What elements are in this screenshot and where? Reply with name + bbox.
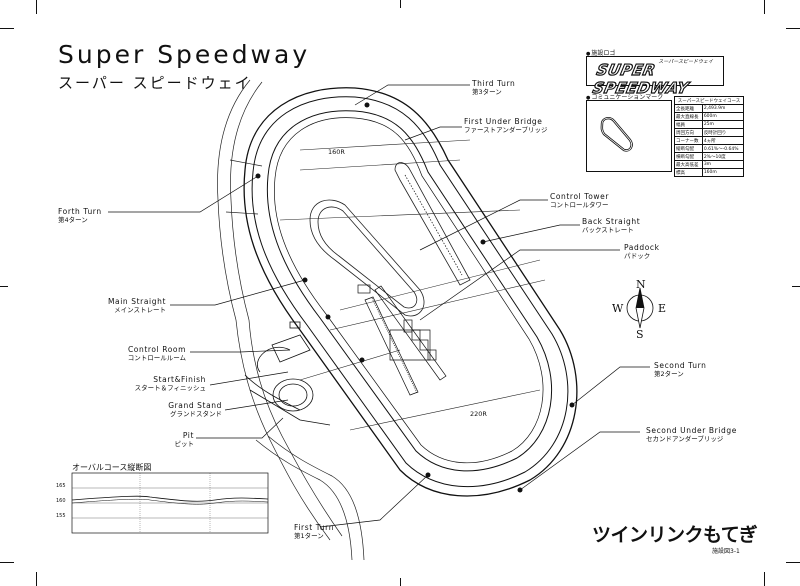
surrounding-roads (217, 79, 365, 561)
compass-south-label: S (636, 328, 644, 341)
spec-table-header: スーパースピードウェイコース (674, 96, 744, 105)
callout-pit: Pit ピット (174, 431, 195, 449)
radius-label-south: 220R (470, 410, 487, 418)
compass-rose (626, 287, 654, 329)
profile-y-tick: 165 (56, 483, 66, 489)
profile-y-tick: 160 (56, 498, 66, 504)
callout-paddock: Paddock パドック (624, 243, 660, 261)
page-title: Super Speedway (58, 40, 311, 69)
paddock-structures (357, 284, 447, 396)
callout-third-turn: Third Turn 第3ターン (472, 79, 516, 97)
crop-mark (0, 562, 14, 563)
compass-north-label: N (636, 278, 646, 291)
crop-mark (764, 572, 765, 586)
callout-first-under-bridge: First Under Bridge ファーストアンダーブリッジ (464, 117, 548, 135)
compass-east-label: E (658, 302, 667, 315)
profile-y-tick: 155 (56, 513, 66, 519)
comm-section-label: コミュニケーションマーク (586, 92, 663, 101)
figure-number: 施設図3-1 (712, 548, 740, 555)
crop-mark (36, 572, 37, 586)
brand-logo: ツインリンクもてぎ (592, 524, 758, 546)
grandstand-area (244, 321, 331, 426)
table-row: 周回方向反時計回り (674, 128, 745, 137)
inner-course (309, 162, 471, 317)
callout-dots (255, 102, 575, 493)
infield-roads (279, 139, 546, 431)
callout-second-turn: Second Turn 第2ターン (654, 361, 707, 379)
profile-title: オーバルコース縦断図 (72, 463, 152, 472)
callout-grand-stand: Grand Stand グランドスタンド (168, 401, 222, 419)
callout-main-straight: Main Straight メインストレート (107, 297, 166, 315)
crop-mark (0, 28, 14, 29)
communication-mark-box (586, 100, 672, 172)
crop-mark (786, 28, 800, 29)
callout-second-under-bridge: Second Under Bridge セカンドアンダーブリッジ (646, 426, 737, 444)
crop-mark (0, 286, 8, 287)
leader-lines (108, 84, 650, 528)
crop-mark (36, 0, 37, 14)
radius-label-north: 160R (328, 148, 345, 156)
crop-mark (400, 0, 401, 8)
compass-west-label: W (612, 302, 624, 315)
logo-section-label: 施設ロゴ (586, 48, 615, 57)
communication-mark-icon (600, 116, 633, 152)
oval-track (243, 87, 578, 497)
crop-mark (764, 0, 765, 14)
elevation-profile (71, 472, 269, 534)
crop-mark (400, 578, 401, 586)
callout-start-finish: Start&Finish スタート＆フィニッシュ (134, 375, 206, 393)
facility-logo-box: SUPER SPEEDWAY スーパースピードウェイ (586, 56, 724, 98)
callout-control-tower: Control Tower コントロールタワー (550, 192, 610, 210)
crop-mark (786, 562, 800, 563)
callout-forth-turn: Forth Turn 第4ターン (58, 207, 102, 225)
page-title-japanese: スーパー スピードウェイ (58, 74, 252, 92)
facility-logo-subtext: スーパースピードウェイ (658, 59, 713, 65)
callout-first-turn: First Turn 第1ターン (294, 523, 335, 541)
callout-back-straight: Back Straight バックストレート (582, 217, 641, 235)
crop-mark (792, 286, 800, 287)
callout-control-room: Control Room コントロールルーム (127, 345, 186, 363)
